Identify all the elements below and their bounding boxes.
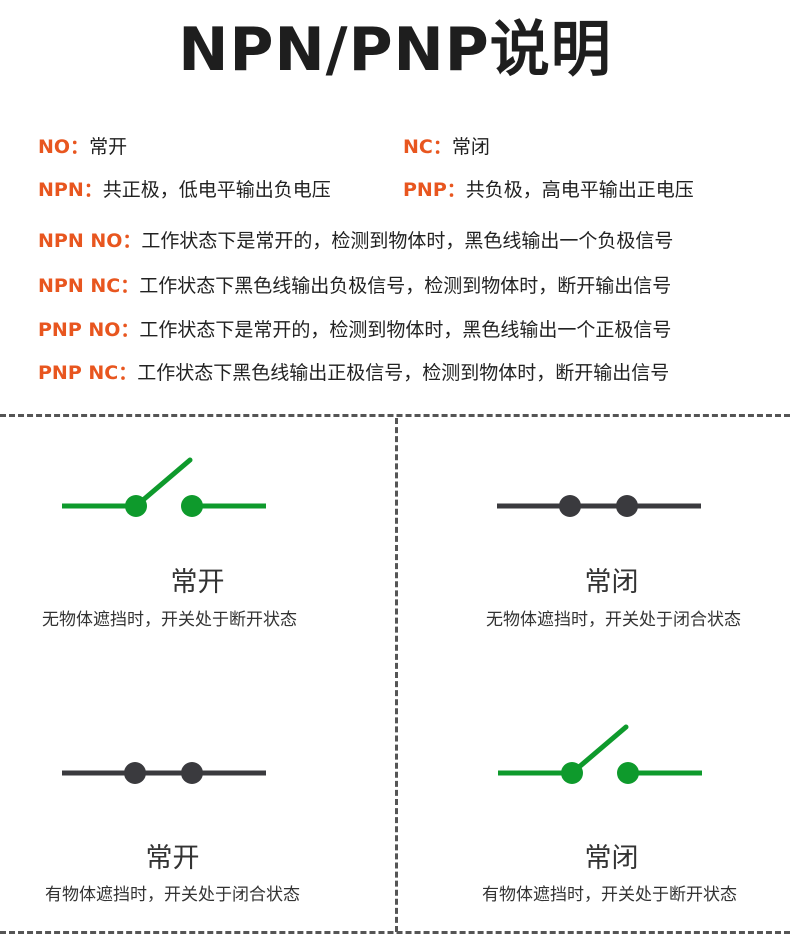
definition-text: 工作状态下是常开的，检测到物体时，黑色线输出一个负极信号 <box>141 230 674 252</box>
switch-diagram-1 <box>62 457 266 517</box>
page-title: NPN/PNP说明 <box>178 15 612 85</box>
left-contact <box>561 762 583 784</box>
right-contact <box>181 495 203 517</box>
definition-npn-no: NPN NO：工作状态下是常开的，检测到物体时，黑色线输出一个负极信号 <box>38 228 673 254</box>
left-contact <box>125 495 147 517</box>
definition-text: 工作状态下黑色线输出正极信号，检测到物体时，断开输出信号 <box>137 362 670 384</box>
left-contact <box>124 762 146 784</box>
definition-pnp-no: PNP NO：工作状态下是常开的，检测到物体时，黑色线输出一个正极信号 <box>38 317 671 343</box>
definition-pnp-nc: PNP NC：工作状态下黑色线输出正极信号，检测到物体时，断开输出信号 <box>38 360 669 386</box>
switch-diagram-4 <box>498 724 702 784</box>
panel-3-description: 有物体遮挡时，开关处于闭合状态 <box>45 885 300 905</box>
switch-symbol <box>498 724 702 784</box>
definition-text: 工作状态下黑色线输出负极信号，检测到物体时，断开输出信号 <box>139 275 672 297</box>
panel-2-description: 无物体遮挡时，开关处于闭合状态 <box>486 610 741 630</box>
definition-key: PNP NC： <box>38 362 138 384</box>
switch-diagram-3 <box>62 762 266 784</box>
definition-text: 常开 <box>89 136 128 158</box>
panel-4-description: 有物体遮挡时，开关处于断开状态 <box>482 885 737 905</box>
bottom-divider <box>0 931 790 934</box>
switch-lever <box>133 457 193 509</box>
switch-lever <box>569 724 629 776</box>
definition-pnp: PNP：共负极，高电平输出正电压 <box>403 177 694 203</box>
definition-key: PNP NO： <box>38 319 140 341</box>
switch-symbol <box>497 495 701 517</box>
panel-4-title: 常闭 <box>584 843 639 874</box>
right-contact <box>616 495 638 517</box>
definition-text: 共负极，高电平输出正电压 <box>465 179 694 201</box>
definition-key: PNP： <box>403 179 466 201</box>
right-contact <box>181 762 203 784</box>
right-contact <box>617 762 639 784</box>
definition-no: NO：常开 <box>38 134 127 160</box>
definition-key: NPN NO： <box>38 230 142 252</box>
definition-key: NO： <box>38 136 90 158</box>
left-contact <box>559 495 581 517</box>
definition-npn: NPN：共正极，低电平输出负电压 <box>38 177 331 203</box>
definition-key: NC： <box>403 136 452 158</box>
center-divider <box>395 418 398 932</box>
switch-symbol <box>62 457 266 517</box>
definition-text: 工作状态下是常开的，检测到物体时，黑色线输出一个正极信号 <box>139 319 672 341</box>
switch-symbol <box>62 762 266 784</box>
panel-1-title: 常开 <box>170 567 225 598</box>
definition-key: NPN： <box>38 179 103 201</box>
panel-1-description: 无物体遮挡时，开关处于断开状态 <box>42 610 297 630</box>
definition-nc: NC：常闭 <box>403 134 490 160</box>
definition-text: 常闭 <box>451 136 490 158</box>
definition-npn-nc: NPN NC：工作状态下黑色线输出负极信号，检测到物体时，断开输出信号 <box>38 273 671 299</box>
panel-2-title: 常闭 <box>584 567 639 598</box>
top-divider <box>0 414 790 417</box>
definition-key: NPN NC： <box>38 275 140 297</box>
switch-diagram-2 <box>497 495 701 517</box>
panel-3-title: 常开 <box>145 843 200 874</box>
definition-text: 共正极，低电平输出负电压 <box>102 179 331 201</box>
